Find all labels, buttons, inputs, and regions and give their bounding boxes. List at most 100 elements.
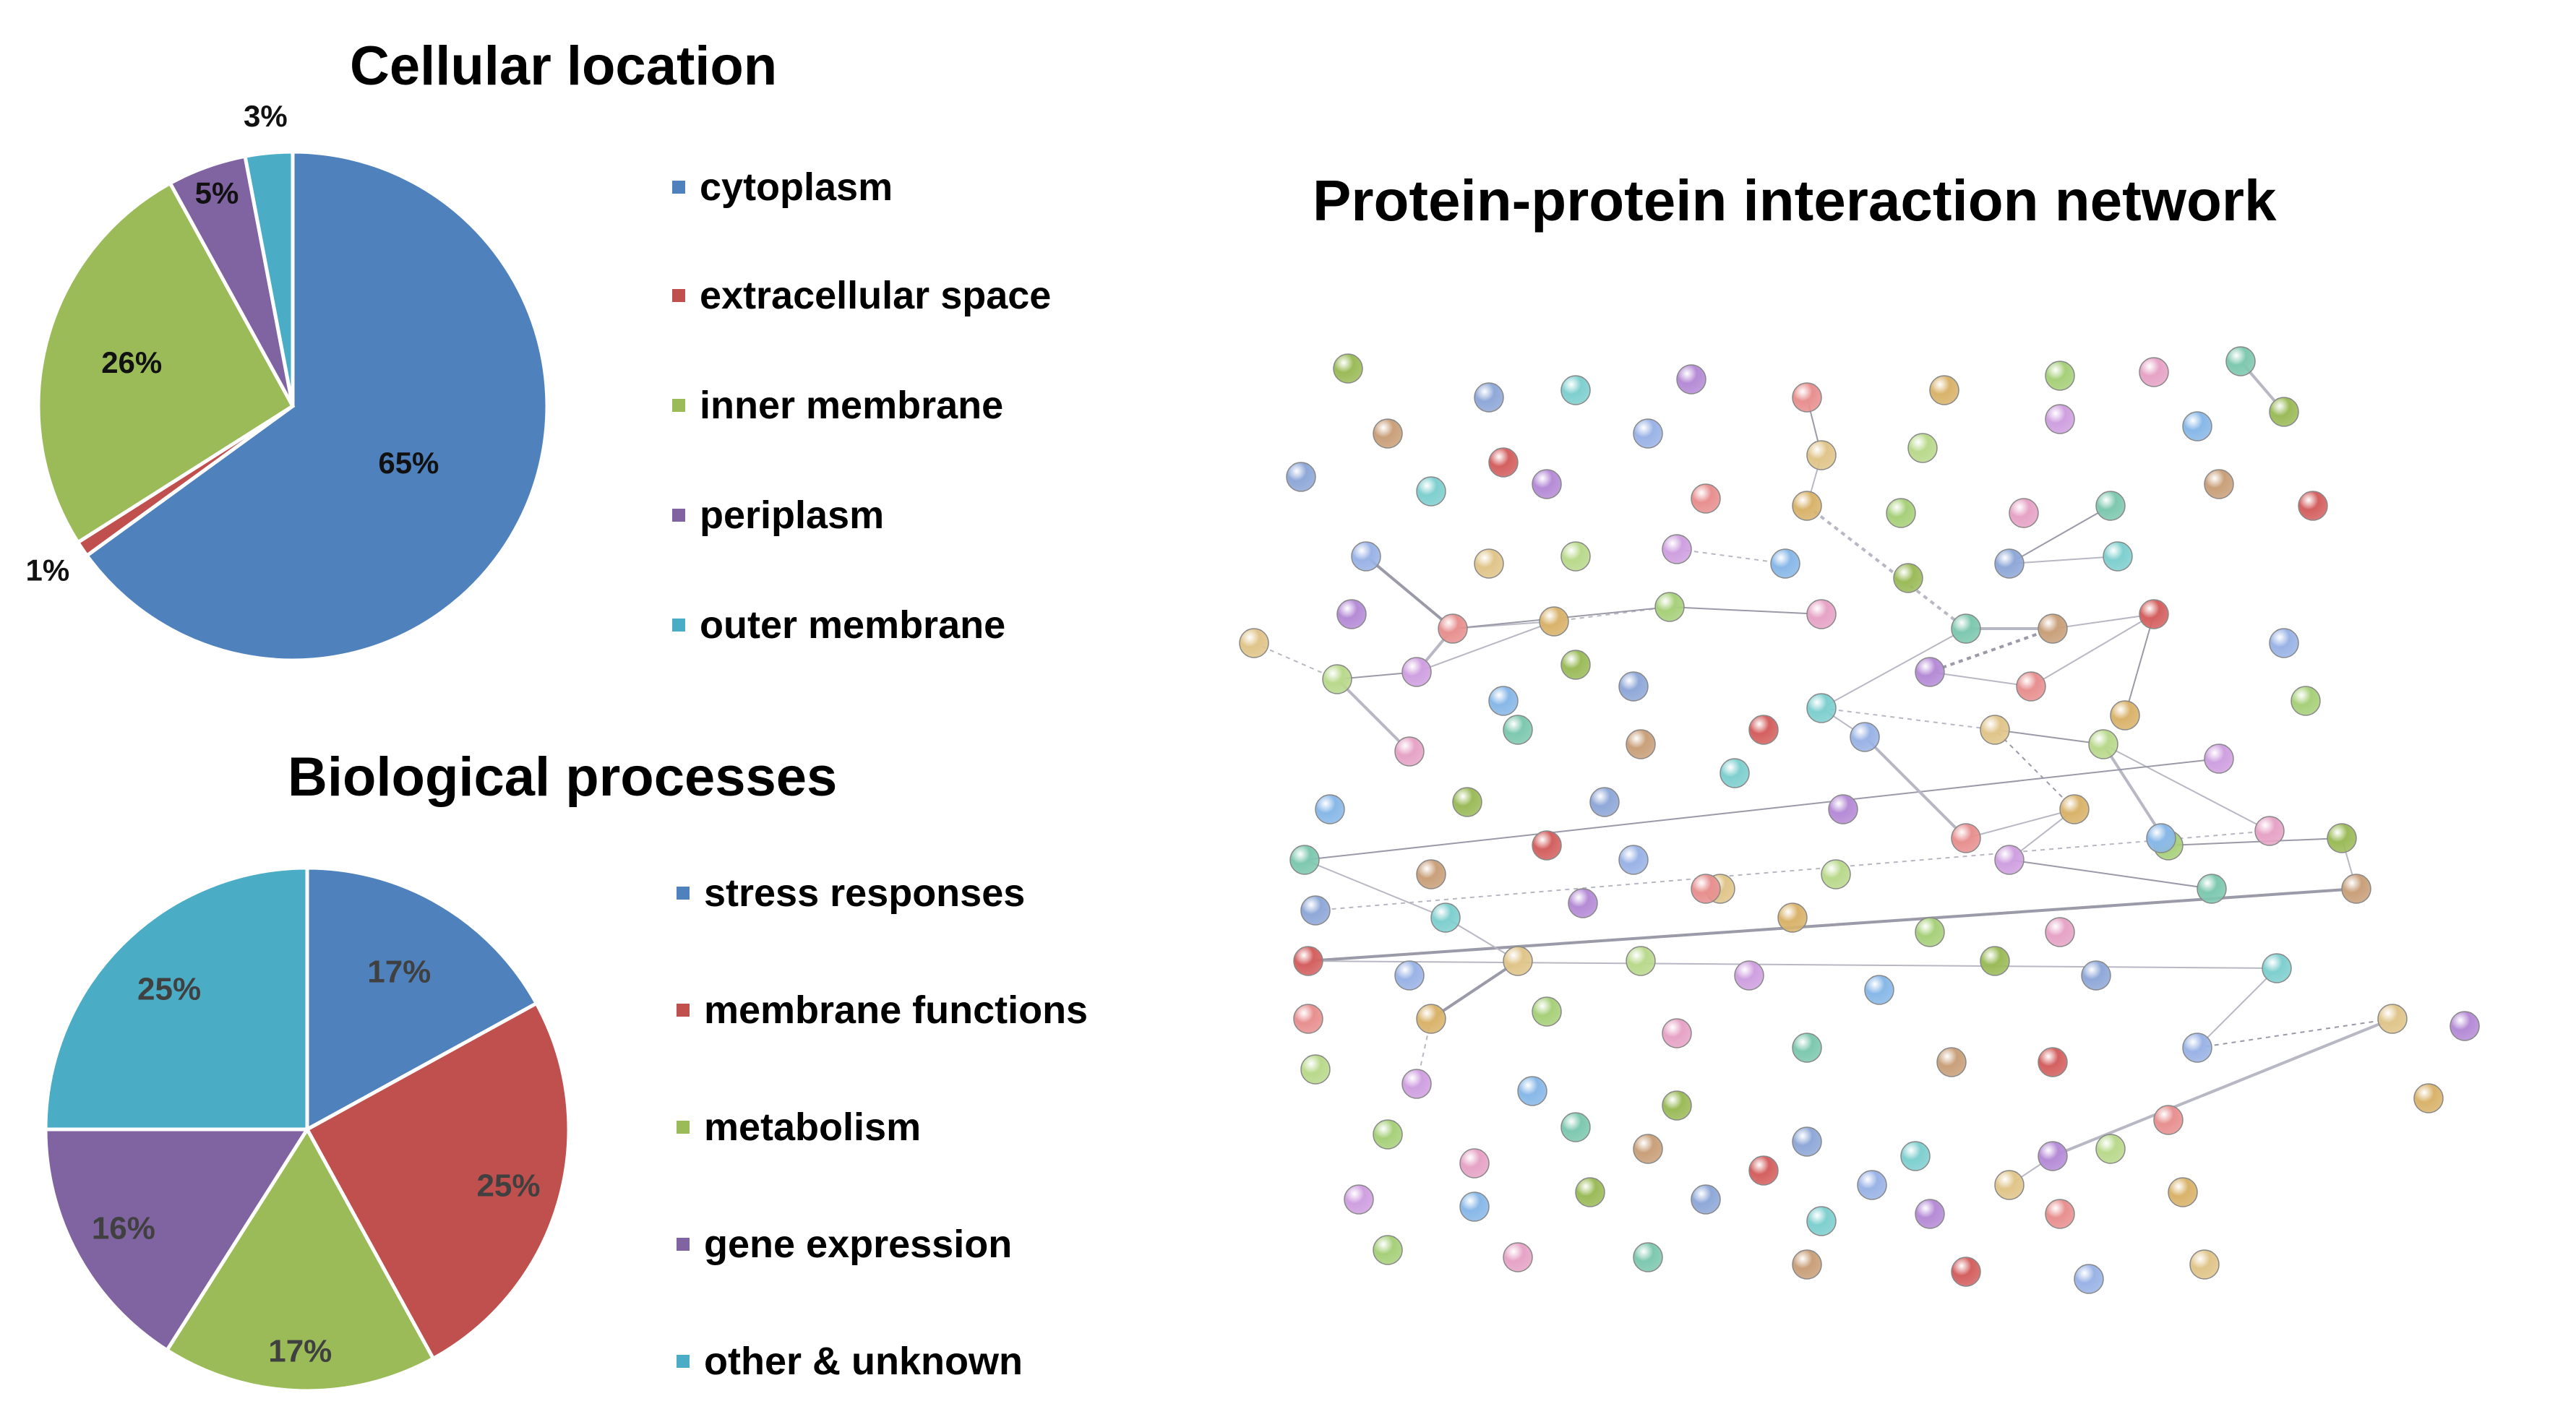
network-node: [2038, 613, 2068, 644]
network-node: [1488, 447, 1519, 478]
network-node: [2291, 686, 2321, 716]
network-edge: [1430, 960, 1519, 1020]
network-node: [1416, 476, 1446, 507]
network-node: [1806, 440, 1837, 470]
network-node: [2110, 700, 2140, 731]
legend-swatch: [672, 399, 685, 412]
pie-slice-metabolism: [164, 1126, 436, 1393]
network-node: [1474, 548, 1504, 579]
pie-slice-gene-expression: [43, 1127, 311, 1353]
network-node: [2341, 874, 2371, 904]
network-node: [1654, 592, 1685, 622]
legend-swatch: [677, 1004, 690, 1017]
network-node: [2413, 1083, 2444, 1113]
network-edge: [1863, 736, 1967, 840]
network-node: [1333, 353, 1363, 384]
network-node: [1850, 722, 1880, 752]
network-edge: [1821, 628, 1967, 709]
network-node: [1459, 1192, 1490, 1222]
network-node: [1821, 859, 1851, 889]
network-node: [2139, 599, 2169, 629]
network-node: [2450, 1011, 2480, 1041]
network-node: [1915, 657, 1945, 687]
network-node: [1430, 902, 1461, 933]
network-edge: [1929, 671, 2032, 687]
network-edge: [1365, 555, 1454, 630]
network-node: [2298, 491, 2328, 521]
pie-slice-outer-membrane: [243, 150, 295, 407]
network-node: [1915, 917, 1945, 947]
pie-data-label: 3%: [244, 99, 288, 133]
pie2-chart: 17%25%17%16%25%: [43, 866, 571, 1393]
network-node: [1503, 715, 1533, 745]
network-node: [1792, 1126, 1822, 1157]
legend-swatch: [677, 1238, 690, 1251]
network-node: [2269, 397, 2299, 427]
network-node: [1474, 382, 1504, 413]
network-edge: [2124, 613, 2155, 716]
network-node: [2204, 469, 2234, 499]
network-edge: [2103, 744, 2270, 832]
network-node: [1300, 895, 1331, 926]
legend-swatch: [672, 509, 685, 522]
network-edge: [1806, 504, 1967, 630]
network-edge: [1669, 606, 1822, 615]
pie-slice-stress-responses: [305, 866, 539, 1133]
network-node: [1394, 960, 1425, 991]
network-node: [2038, 1047, 2068, 1077]
network-node: [2016, 671, 2046, 702]
network-node: [2045, 917, 2075, 947]
network-node: [1770, 548, 1800, 579]
network-node: [1373, 1235, 1403, 1265]
interaction-network: [1239, 346, 2480, 1294]
network-node: [2327, 823, 2357, 853]
network-node: [1373, 1119, 1403, 1150]
pie2-title: Biological processes: [288, 746, 838, 808]
network-node: [1503, 946, 1533, 976]
network-edge: [1821, 707, 1996, 731]
network-node: [1792, 382, 1822, 413]
legend-swatch: [677, 1355, 690, 1368]
network-node: [1452, 787, 1482, 817]
pie1-chart: 65%1%26%5%3%: [26, 99, 549, 663]
legend-label: membrane functions: [704, 988, 1089, 1032]
network-node: [1734, 960, 1764, 991]
network-node: [1438, 613, 1468, 644]
network-node: [1286, 462, 1316, 492]
network-node: [1792, 1249, 1822, 1280]
legend-swatch: [677, 1121, 690, 1134]
network-node: [1886, 498, 1916, 528]
network-node: [1806, 693, 1837, 723]
network-node: [1806, 1206, 1837, 1236]
network-node: [1994, 845, 2025, 875]
pie-data-label: 25%: [137, 972, 201, 1007]
legend-swatch: [677, 887, 690, 900]
network-node: [2095, 1134, 2126, 1164]
network-node: [1618, 845, 1649, 875]
network-node: [2095, 491, 2126, 521]
legend-swatch: [672, 289, 685, 302]
network-node: [1560, 650, 1591, 680]
network-node: [1336, 599, 1367, 629]
network-node: [1459, 1148, 1490, 1179]
network-node: [2153, 1105, 2184, 1135]
network-title: Protein-protein interaction network: [1313, 168, 2277, 233]
network-node: [2377, 1004, 2408, 1034]
pie-data-label: 5%: [195, 176, 239, 210]
network-edge: [1994, 729, 2104, 745]
legend-label: metabolism: [704, 1106, 922, 1149]
network-node: [1539, 606, 1569, 637]
network-node: [2204, 744, 2234, 774]
network-node: [1351, 541, 1381, 572]
network-node: [2197, 874, 2227, 904]
network-node: [1300, 1054, 1331, 1085]
network-node: [1626, 946, 1656, 976]
network-node: [2182, 1033, 2212, 1063]
network-node: [1691, 874, 1721, 904]
network-node: [2038, 1141, 2068, 1171]
network-edge: [1304, 758, 2220, 861]
network-node: [1691, 483, 1721, 514]
network-node: [1633, 1134, 1663, 1164]
network-node: [1720, 758, 1750, 788]
network-edge: [1965, 809, 2075, 839]
